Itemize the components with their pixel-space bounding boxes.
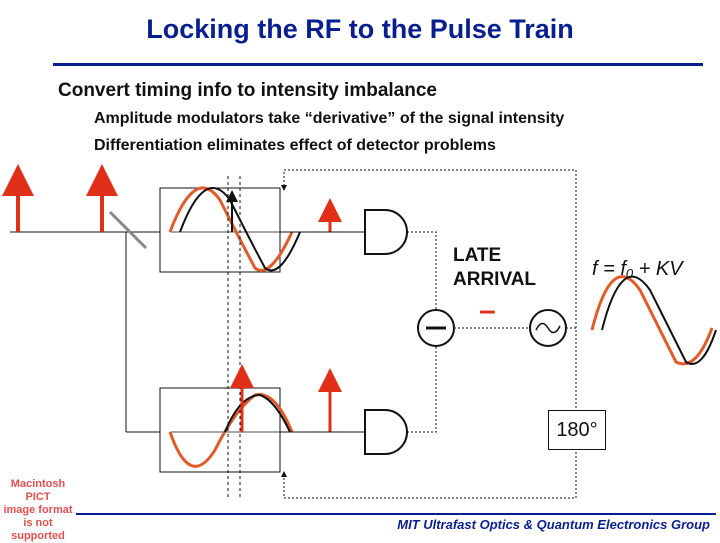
footer-credit: MIT Ultrafast Optics & Quantum Electroni… <box>397 517 710 532</box>
subtitle: Convert timing info to intensity imbalan… <box>58 80 437 101</box>
bullet-2: Differentiation eliminates effect of det… <box>94 137 496 154</box>
footer-rule <box>76 513 716 515</box>
modulator-bottom-wave-black <box>224 393 291 433</box>
frequency-equation: f = f0 + KV <box>592 258 683 281</box>
feedback-top <box>281 169 577 328</box>
vco-wave-red <box>590 275 714 366</box>
detector-bottom <box>364 409 408 455</box>
feedback-bottom <box>281 448 577 499</box>
vco-wave-black <box>601 275 717 365</box>
modulator-top-wave-black <box>179 187 301 272</box>
phase-shifter: 180° <box>548 410 606 450</box>
bullet-1: Amplitude modulators take “derivative” o… <box>94 110 565 127</box>
modulator-top-wave-red <box>168 186 294 272</box>
modulator-bottom-wave-red <box>168 392 294 468</box>
detector-top <box>364 209 408 255</box>
slide-title: Locking the RF to the Pulse Train <box>146 14 574 44</box>
sine-icon <box>535 322 561 334</box>
pict-placeholder: Macintosh PICT image format is not suppo… <box>3 478 73 542</box>
modulator-bottom <box>159 387 281 473</box>
error-sign: – <box>479 294 496 327</box>
beam-splitter <box>108 210 148 250</box>
title-underline <box>53 63 703 66</box>
late-arrival-label: LATE ARRIVAL <box>453 245 537 290</box>
